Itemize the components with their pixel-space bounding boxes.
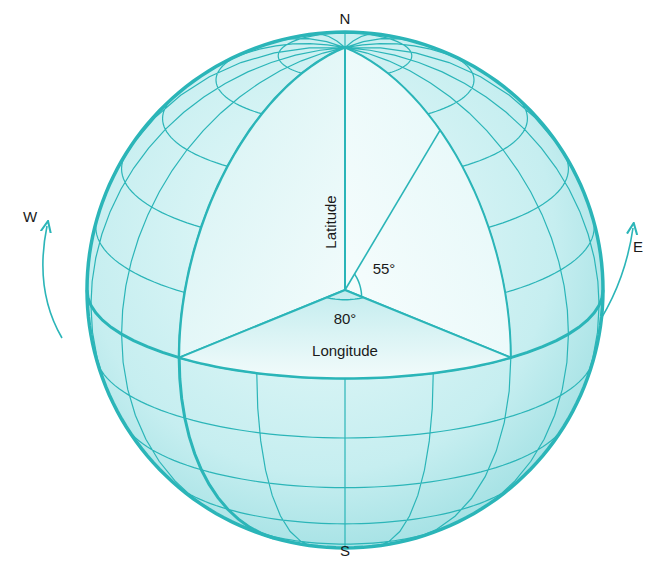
latitude-label: Latitude (323, 195, 338, 248)
angle-value: 80° (334, 311, 357, 326)
globe (87, 32, 603, 548)
angle-value: 55° (373, 261, 396, 276)
south-label: S (340, 543, 350, 558)
longitude-label: Longitude (312, 343, 378, 358)
polar-axis (344, 48, 346, 290)
west-label: W (23, 209, 37, 224)
angle-arc (327, 297, 363, 299)
sphere-body (87, 32, 603, 548)
latitude-ray (345, 130, 440, 290)
prime-meridian (179, 48, 345, 538)
equatorial-cut-face (179, 290, 511, 378)
rotation-arrow (43, 226, 62, 338)
east-label: E (633, 239, 643, 254)
angle-arc (355, 274, 362, 297)
graticule (87, 32, 603, 548)
equator (87, 290, 603, 378)
sphere-outline (87, 32, 603, 548)
north-label: N (340, 11, 351, 26)
